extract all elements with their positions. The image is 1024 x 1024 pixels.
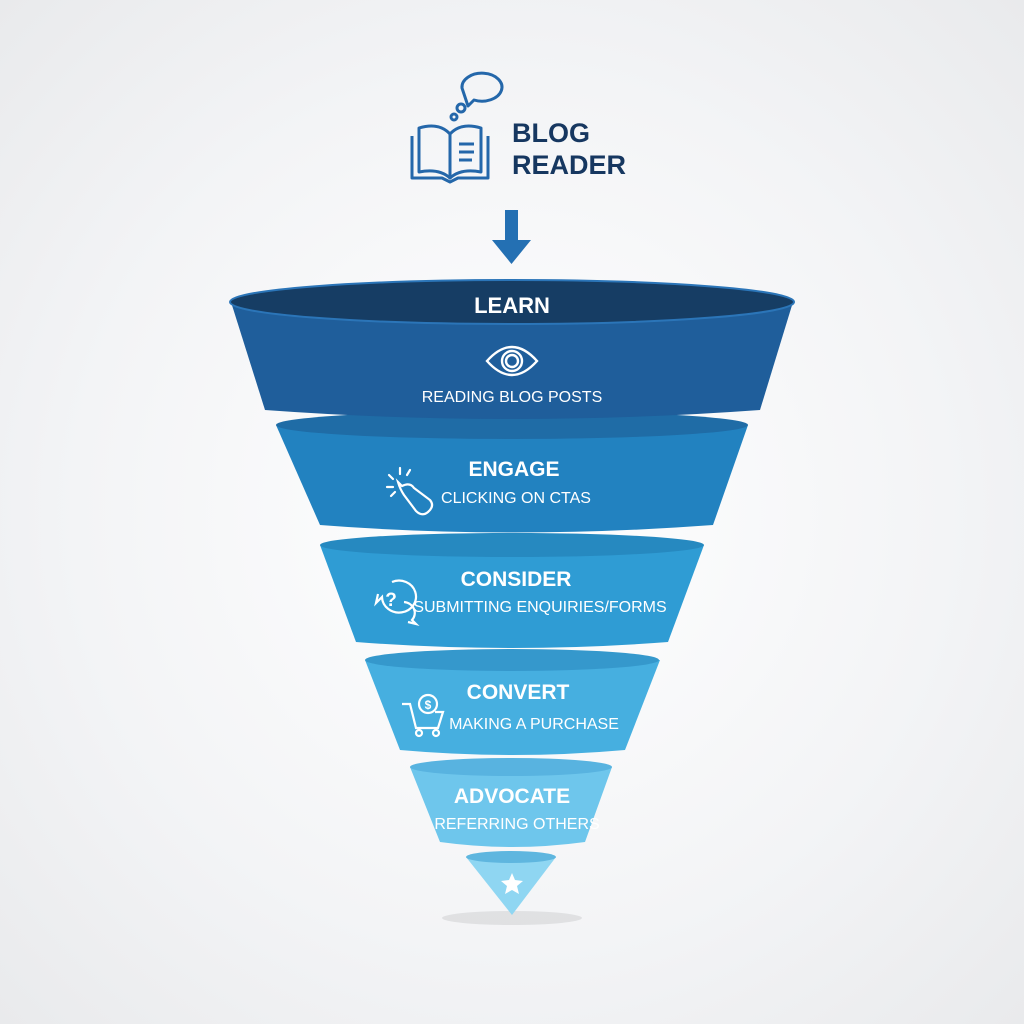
stage-title: ADVOCATE [454,785,570,808]
question-chat-icon: ? [374,579,420,627]
stage-subtitle: READING BLOG POSTS [422,389,602,406]
stage-subtitle: CLICKING ON CTAS [441,490,591,507]
star-icon [501,873,523,894]
svg-text:?: ? [385,590,397,611]
stage-title: LEARN [474,293,550,318]
eye-icon [485,345,539,377]
stage-title: CONVERT [467,681,570,704]
header-title-line2: READER [512,150,626,180]
down-arrow-icon [492,210,531,264]
funnel-stage-learn: LEARN READING BLOG POSTS [229,279,795,419]
funnel-stage-consider: CONSIDER SUBMITTING ENQUIRIES/FORMS ? [320,533,704,648]
stage-title: CONSIDER [461,568,572,591]
stage-title: ENGAGE [468,458,559,481]
open-book-thought-icon [410,71,504,184]
stage-subtitle: REFERRING OTHERS [434,816,599,833]
funnel-stage-advocate: ADVOCATE REFERRING OTHERS [410,758,612,847]
funnel-stage-convert: CONVERT MAKING A PURCHASE $ [365,649,660,755]
stage-subtitle: MAKING A PURCHASE [449,716,619,733]
funnel-stage-engage: ENGAGE CLICKING ON CTAS [276,411,748,533]
header-title-line1: BLOG [512,118,590,148]
stage-subtitle: SUBMITTING ENQUIRIES/FORMS [413,599,666,616]
funnel-tip [466,851,556,915]
svg-text:$: $ [425,698,432,712]
shopping-cart-dollar-icon: $ [402,693,445,738]
click-pointer-icon [385,466,434,516]
